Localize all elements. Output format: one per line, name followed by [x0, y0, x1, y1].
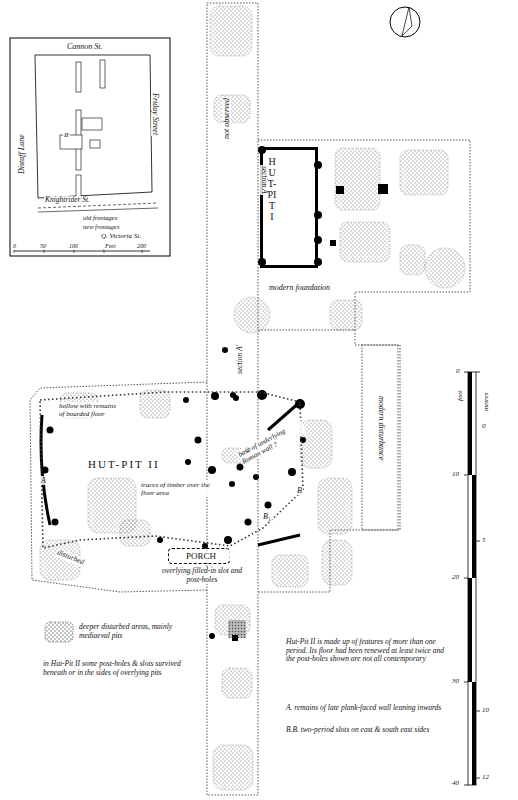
street-name: Knightrider St. — [44, 196, 91, 205]
scale-number: 40 — [451, 779, 460, 787]
disturbed-pit — [40, 6, 465, 790]
post-hole — [245, 519, 252, 526]
scale-number: 200 — [136, 243, 147, 250]
post-hole — [183, 397, 189, 403]
post-hole — [229, 481, 235, 487]
post-hole — [157, 537, 163, 543]
north-arrow — [390, 7, 420, 37]
post-hole — [52, 519, 59, 526]
porch-outline: PORCHoverlying filled-in slot and post-h… — [168, 548, 230, 564]
post-hole — [211, 392, 219, 400]
feature-name: PORCH — [169, 551, 233, 561]
scale-number: 10 — [481, 706, 490, 714]
area-note: modern foundation — [268, 283, 331, 292]
legend-text: deeper disturbed areas, mainly mediaeval… — [78, 623, 200, 640]
scale-number: 100 — [68, 243, 79, 250]
scale-number: 50 — [39, 243, 47, 250]
post-hole — [47, 427, 54, 434]
section-label: section A' — [236, 344, 245, 375]
post-hole — [288, 468, 296, 476]
post-hole — [378, 184, 388, 194]
post-hole — [232, 635, 238, 641]
scale-number: 12 — [481, 773, 490, 781]
feature-note: hollow with remains of boarded floor — [58, 402, 122, 418]
feature-note: overlying filled-in slot and post-holes — [155, 567, 249, 584]
excavation-outline — [30, 3, 470, 795]
post-hole — [330, 240, 336, 246]
street-name: Distaff Lane — [17, 133, 26, 175]
street-name: Q. Victoria St. — [100, 232, 142, 240]
scale-number: 30 — [451, 677, 460, 685]
plan-note: A. remains of late plank-faced wall lean… — [285, 704, 452, 713]
street-name: Friday Street — [151, 92, 160, 136]
post-hole — [195, 437, 202, 444]
inset-map — [10, 38, 170, 256]
post-hole — [265, 502, 272, 509]
feature-letter: B — [296, 486, 303, 495]
street-name: Cannon St. — [66, 42, 104, 51]
timber-slot — [41, 402, 300, 545]
plan-note: Hut-Pit II is made up of features of mor… — [285, 638, 452, 664]
legend-swatch — [45, 622, 73, 642]
post-hole — [336, 186, 344, 194]
map-note: old frontages — [82, 214, 118, 221]
post-hole — [224, 536, 232, 544]
plan-note: B.B. two-period slots on east & south ea… — [285, 726, 452, 735]
inset-number: II — [63, 131, 70, 139]
legend-swatch — [45, 622, 73, 642]
scale-number: 0 — [481, 422, 487, 430]
area-note: modern disturbance — [377, 395, 386, 461]
post-hole — [222, 347, 228, 353]
scale-number: 0 — [12, 243, 17, 250]
scale-bar — [464, 372, 480, 785]
legend-note: in Hut-Pit II some post-holes & slots su… — [42, 660, 194, 677]
scale-unit: feet — [456, 390, 464, 402]
hut-pit-box: HUT-PIT I — [260, 147, 318, 268]
scale-number: 5 — [481, 536, 487, 544]
section-label: section A — [259, 165, 268, 195]
post-holes — [42, 146, 389, 641]
post-hole — [208, 466, 216, 474]
scale-number: 10 — [451, 470, 460, 478]
scale-unit: Feet — [104, 243, 117, 250]
scale-unit: metres — [482, 392, 490, 412]
post-hole — [257, 390, 267, 400]
trench-note: not observed — [222, 97, 231, 140]
scale-number: 0 — [455, 367, 461, 375]
post-hole — [253, 474, 259, 480]
feature-name: HUT-PIT II — [87, 458, 161, 471]
post-hole — [230, 392, 236, 398]
feature-note: traces of timber over the floor area — [140, 481, 216, 497]
feature-letter: A — [40, 476, 47, 485]
feature-letter: B₁ — [262, 512, 272, 521]
post-hole — [209, 633, 215, 639]
map-note: new frontages — [82, 223, 120, 230]
scale-number: 20 — [451, 573, 460, 581]
post-hole — [185, 459, 191, 465]
